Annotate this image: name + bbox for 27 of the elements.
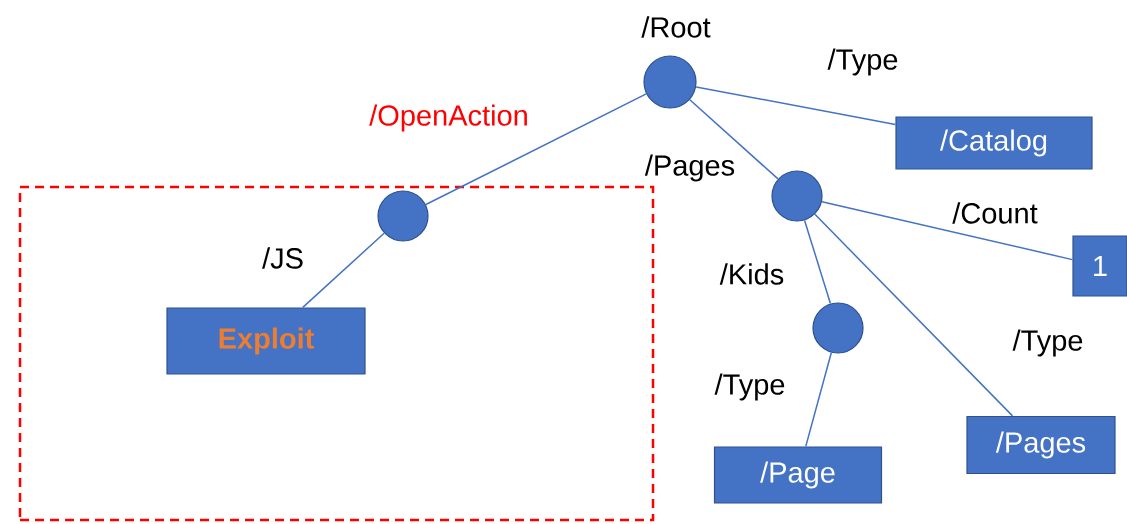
connector-line	[814, 213, 1014, 417]
edge-label: /Type	[826, 47, 900, 77]
connector-line	[689, 99, 779, 180]
circle-node	[643, 55, 697, 109]
dashed-frame	[18, 185, 655, 522]
text-box: Exploit	[166, 307, 366, 375]
edge-label: /Kids	[718, 262, 786, 286]
connector-line	[425, 93, 647, 206]
edge-label: /JS	[261, 246, 305, 270]
connector-line	[803, 219, 832, 305]
edge-label: /Type	[713, 372, 787, 402]
text-box: /Catalog	[895, 116, 1093, 170]
circle-node	[771, 170, 823, 222]
edge-label: /Type	[1011, 328, 1085, 358]
connector-line	[821, 201, 1074, 261]
edge-label: /OpenAction	[368, 103, 530, 133]
node-label: /Root	[641, 16, 711, 38]
connector-line	[695, 86, 897, 126]
connector-line	[302, 232, 385, 309]
edge-label: /Pages	[643, 153, 737, 183]
connector-line	[805, 351, 833, 448]
edge-label: /Count	[951, 201, 1039, 225]
text-box: /Page	[713, 446, 883, 504]
circle-node	[377, 190, 429, 242]
text-box: 1	[1072, 235, 1127, 297]
circle-node	[812, 302, 864, 354]
text-box: /Pages	[966, 415, 1116, 475]
